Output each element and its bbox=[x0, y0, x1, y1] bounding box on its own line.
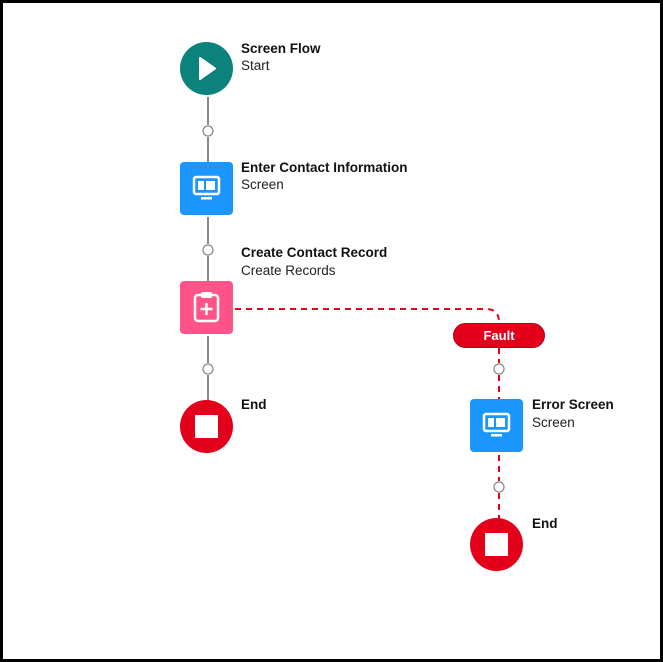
stop-icon bbox=[180, 400, 233, 453]
screen-node-title: Enter Contact Information bbox=[241, 160, 408, 175]
add-element-button bbox=[202, 363, 214, 375]
stop-icon bbox=[470, 518, 523, 571]
add-element-button bbox=[202, 244, 214, 256]
screen-node[interactable] bbox=[180, 162, 233, 215]
clipboard-plus-icon bbox=[180, 281, 233, 334]
create-node-subtitle: Create Records bbox=[241, 263, 336, 278]
screen-icon bbox=[180, 162, 233, 215]
add-element-button bbox=[493, 481, 505, 493]
add-element-button bbox=[493, 363, 505, 375]
end-node-title: End bbox=[241, 397, 267, 412]
fault-connector-horizontal bbox=[235, 308, 500, 323]
create-records-node[interactable] bbox=[180, 281, 233, 334]
end-node[interactable] bbox=[180, 400, 233, 453]
fault-end-node-title: End bbox=[532, 516, 558, 531]
create-node-title: Create Contact Record bbox=[241, 245, 388, 260]
connectors bbox=[202, 97, 505, 520]
fault-end-node[interactable] bbox=[470, 518, 523, 571]
screen-icon bbox=[470, 399, 523, 452]
start-node[interactable] bbox=[180, 42, 233, 95]
fault-badge[interactable]: Fault bbox=[453, 323, 545, 348]
error-screen-subtitle: Screen bbox=[532, 415, 575, 430]
error-screen-node[interactable] bbox=[470, 399, 523, 452]
add-element-button bbox=[202, 125, 214, 137]
screen-node-subtitle: Screen bbox=[241, 177, 284, 192]
start-node-subtitle: Start bbox=[241, 58, 270, 73]
play-icon bbox=[180, 42, 233, 95]
start-node-title: Screen Flow bbox=[241, 41, 321, 56]
error-screen-title: Error Screen bbox=[532, 397, 614, 412]
